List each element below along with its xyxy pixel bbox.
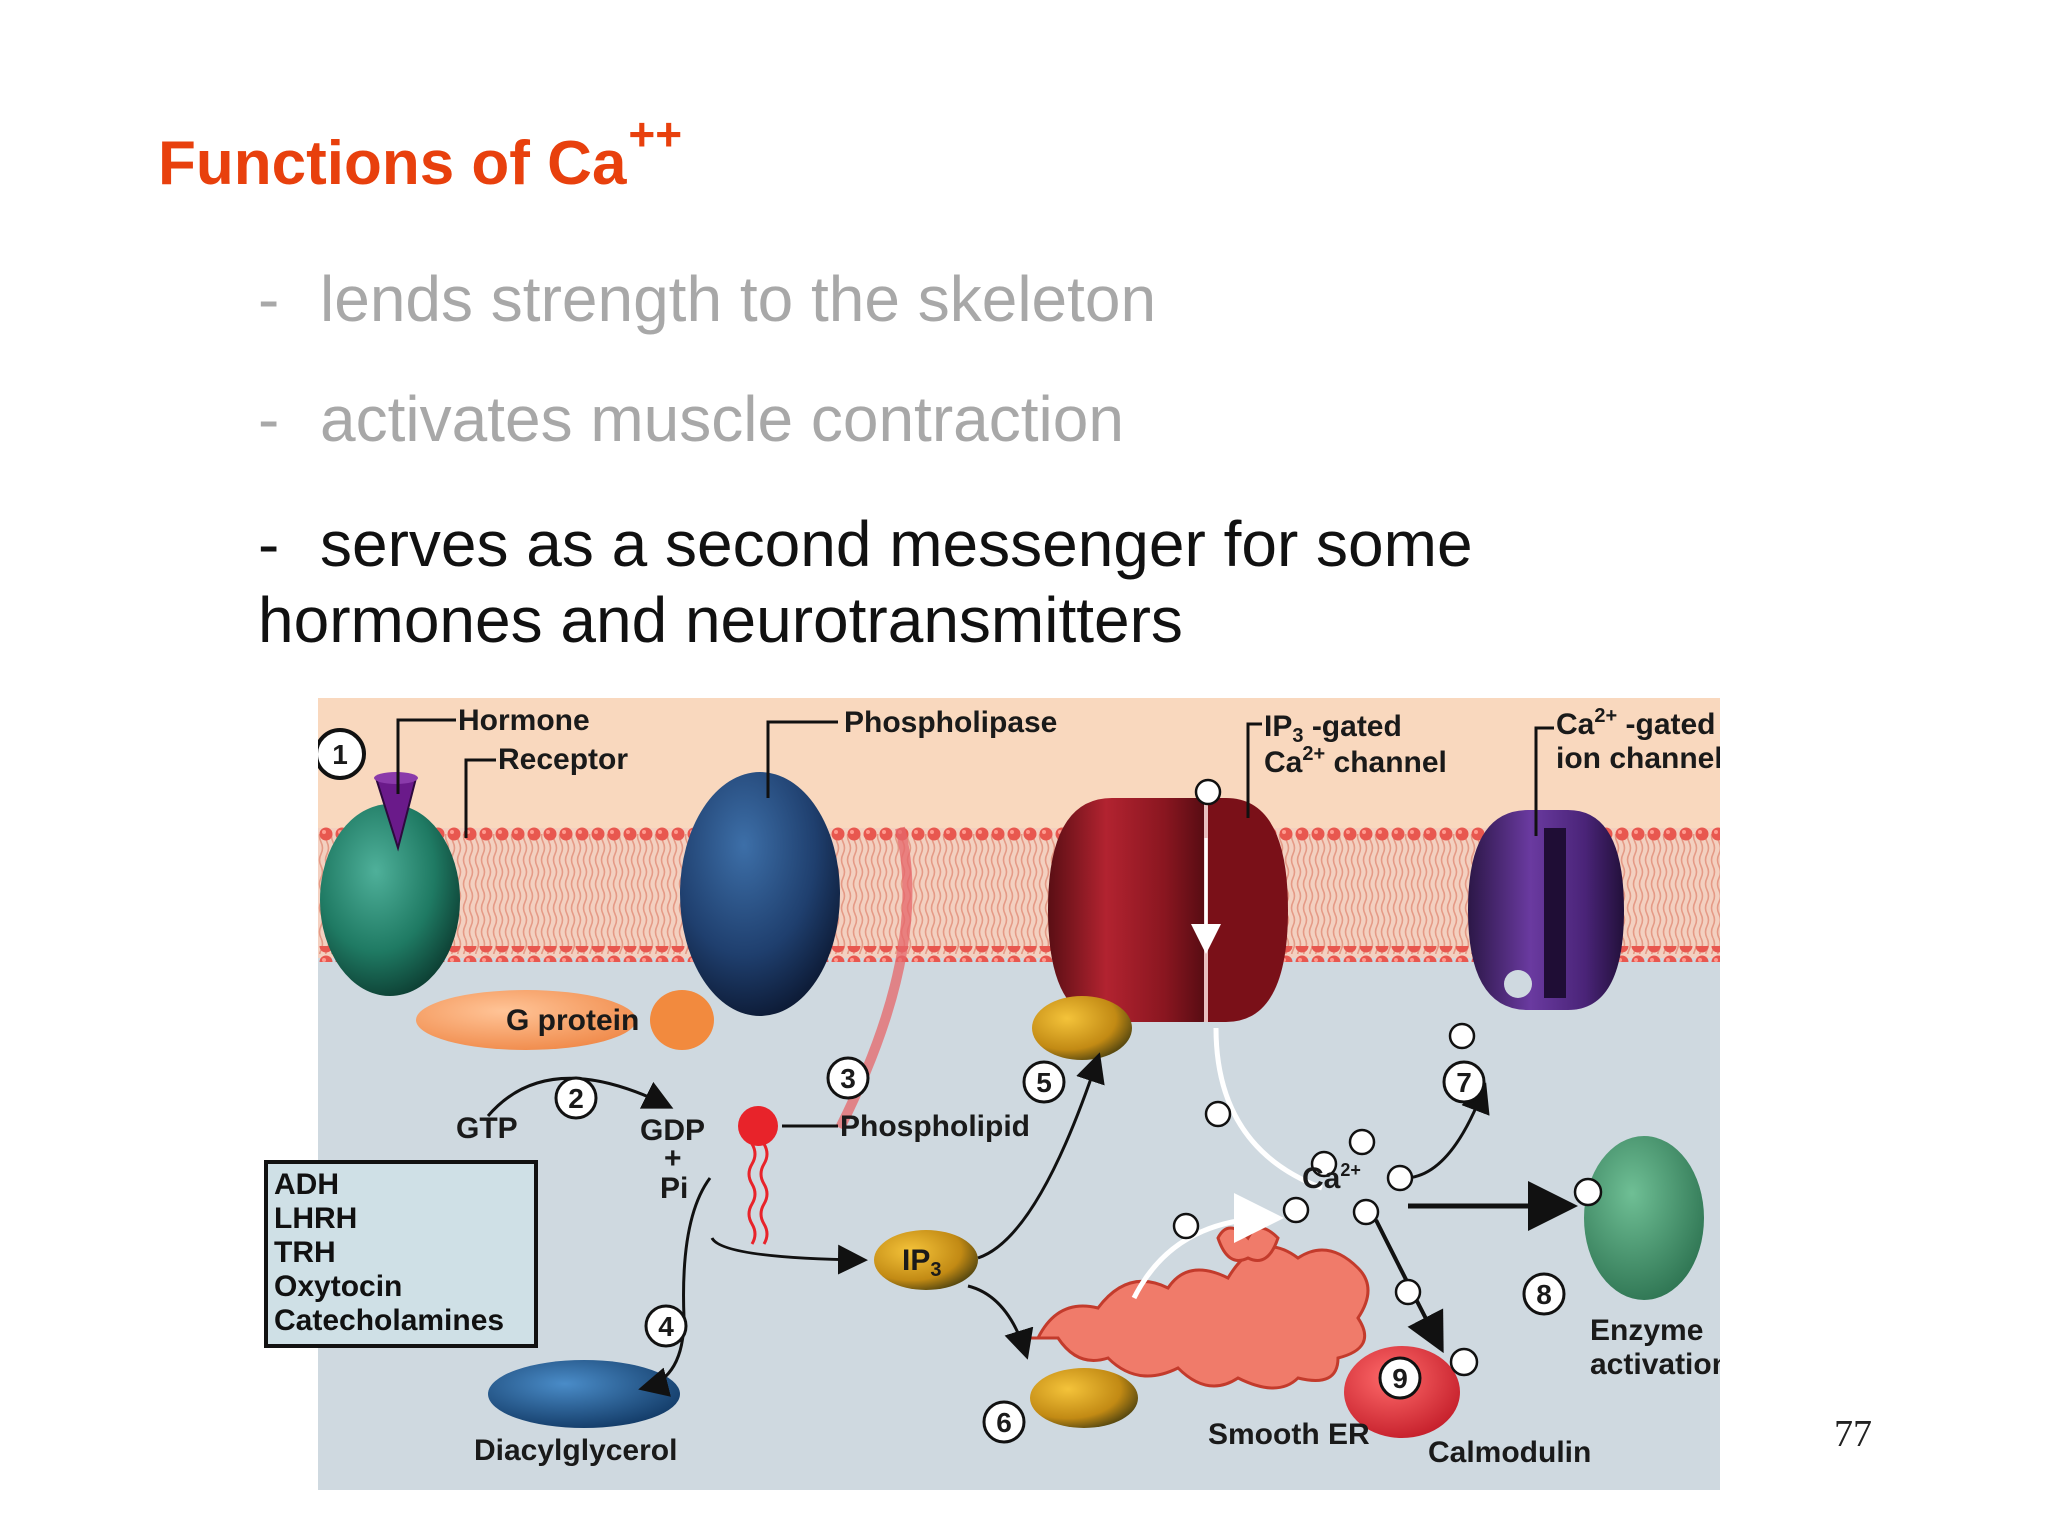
hormone-item: LHRH bbox=[274, 1202, 358, 1235]
slide-title: Functions of Ca++ bbox=[158, 108, 682, 199]
bullet-text: lends strength to the skeleton bbox=[320, 263, 1157, 335]
page-number: 77 bbox=[1834, 1413, 1872, 1455]
step-6: 6 bbox=[982, 1400, 1026, 1444]
label-calmodulin: Calmodulin bbox=[1428, 1436, 1591, 1469]
leader-lines bbox=[396, 718, 1554, 1128]
svg-text:5: 5 bbox=[1036, 1067, 1052, 1098]
label-ca-center: Ca2+ bbox=[1302, 1160, 1361, 1195]
label-ion-channel: ion channel bbox=[1556, 742, 1720, 775]
step-1: 1 bbox=[318, 728, 366, 780]
bullet-dash: - bbox=[258, 263, 280, 335]
diacylglycerol-molecule bbox=[488, 1360, 680, 1428]
g-protein-shape bbox=[416, 990, 714, 1050]
label-activation: activation bbox=[1590, 1348, 1720, 1381]
bullet-text: serves as a second messenger for some bbox=[320, 508, 1473, 580]
step-2: 2 bbox=[554, 1076, 598, 1120]
step-markers: 1 2 3 4 5 6 7 8 9 bbox=[318, 728, 1566, 1444]
label-diacylglycerol: Diacylglycerol bbox=[474, 1434, 677, 1467]
svg-text:8: 8 bbox=[1536, 1279, 1552, 1310]
svg-text:7: 7 bbox=[1456, 1067, 1472, 1098]
bullet-text: activates muscle contraction bbox=[320, 383, 1124, 455]
calcium-ions bbox=[1172, 778, 1603, 1377]
hormone-item: Oxytocin bbox=[274, 1270, 403, 1303]
label-ca-gated: Ca2+ -gated bbox=[1556, 705, 1716, 741]
label-ip3-channel: Ca2+ channel bbox=[1264, 743, 1447, 779]
figure-svg: Hormone Receptor Phospholipase IP3 -gate… bbox=[318, 698, 1720, 1490]
step-8: 8 bbox=[1522, 1272, 1566, 1316]
receptor-protein bbox=[320, 772, 460, 996]
svg-text:1: 1 bbox=[332, 739, 348, 770]
label-gdp: GDP bbox=[640, 1114, 705, 1147]
label-smooth-er: Smooth ER bbox=[1208, 1418, 1370, 1451]
label-phospholipase: Phospholipase bbox=[844, 706, 1057, 739]
phospholipid-head bbox=[738, 1106, 778, 1146]
label-pi: Pi bbox=[660, 1172, 688, 1205]
svg-text:2: 2 bbox=[568, 1083, 584, 1114]
title-superscript: ++ bbox=[628, 108, 683, 160]
smooth-er bbox=[1029, 1226, 1370, 1390]
bullet-2: -activates muscle contraction bbox=[258, 382, 1124, 456]
svg-text:6: 6 bbox=[996, 1407, 1012, 1438]
step-7: 7 bbox=[1442, 1060, 1486, 1104]
label-receptor: Receptor bbox=[498, 743, 628, 776]
ip3-molecule bbox=[874, 1230, 978, 1290]
hormone-item: ADH bbox=[274, 1168, 339, 1201]
calcium-signaling-figure: Hormone Receptor Phospholipase IP3 -gate… bbox=[318, 698, 1720, 1490]
phospholipase-protein bbox=[680, 772, 840, 1016]
er-ip3-receptor bbox=[1030, 1368, 1138, 1428]
hormone-list-box: ADH LHRH TRH Oxytocin Catecholamines bbox=[264, 1160, 538, 1348]
step-9: 9 bbox=[1378, 1356, 1422, 1400]
extracellular-region bbox=[318, 698, 1720, 828]
step-3: 3 bbox=[826, 1056, 870, 1100]
label-plus: + bbox=[664, 1142, 682, 1175]
bullet-1: -lends strength to the skeleton bbox=[258, 262, 1156, 336]
svg-text:3: 3 bbox=[840, 1063, 856, 1094]
ca-gated-channel bbox=[1468, 810, 1624, 1010]
hormone-item: TRH bbox=[274, 1236, 336, 1269]
title-text: Functions of Ca bbox=[158, 129, 627, 198]
label-ip3-gated: IP3 -gated bbox=[1264, 710, 1402, 747]
ip3-gated-channel bbox=[1048, 798, 1288, 1022]
label-g-protein: G protein bbox=[506, 1004, 639, 1037]
ip3-receptor-gold bbox=[1032, 996, 1132, 1060]
bullet-dash: - bbox=[258, 383, 280, 455]
label-gtp: GTP bbox=[456, 1112, 518, 1145]
label-hormone: Hormone bbox=[458, 704, 590, 737]
label-ip3: IP3 bbox=[902, 1244, 941, 1281]
step-5: 5 bbox=[1022, 1060, 1066, 1104]
step-4: 4 bbox=[644, 1304, 688, 1348]
svg-text:4: 4 bbox=[658, 1311, 674, 1342]
label-phospholipid: Phospholipid bbox=[840, 1110, 1030, 1143]
label-enzyme: Enzyme bbox=[1590, 1314, 1703, 1347]
enzyme-protein bbox=[1584, 1136, 1704, 1300]
bullet-text-line2: hormones and neurotransmitters bbox=[258, 584, 1183, 656]
hormone-item: Catecholamines bbox=[274, 1304, 505, 1337]
bullet-dash: - bbox=[258, 508, 280, 580]
svg-text:9: 9 bbox=[1392, 1363, 1408, 1394]
